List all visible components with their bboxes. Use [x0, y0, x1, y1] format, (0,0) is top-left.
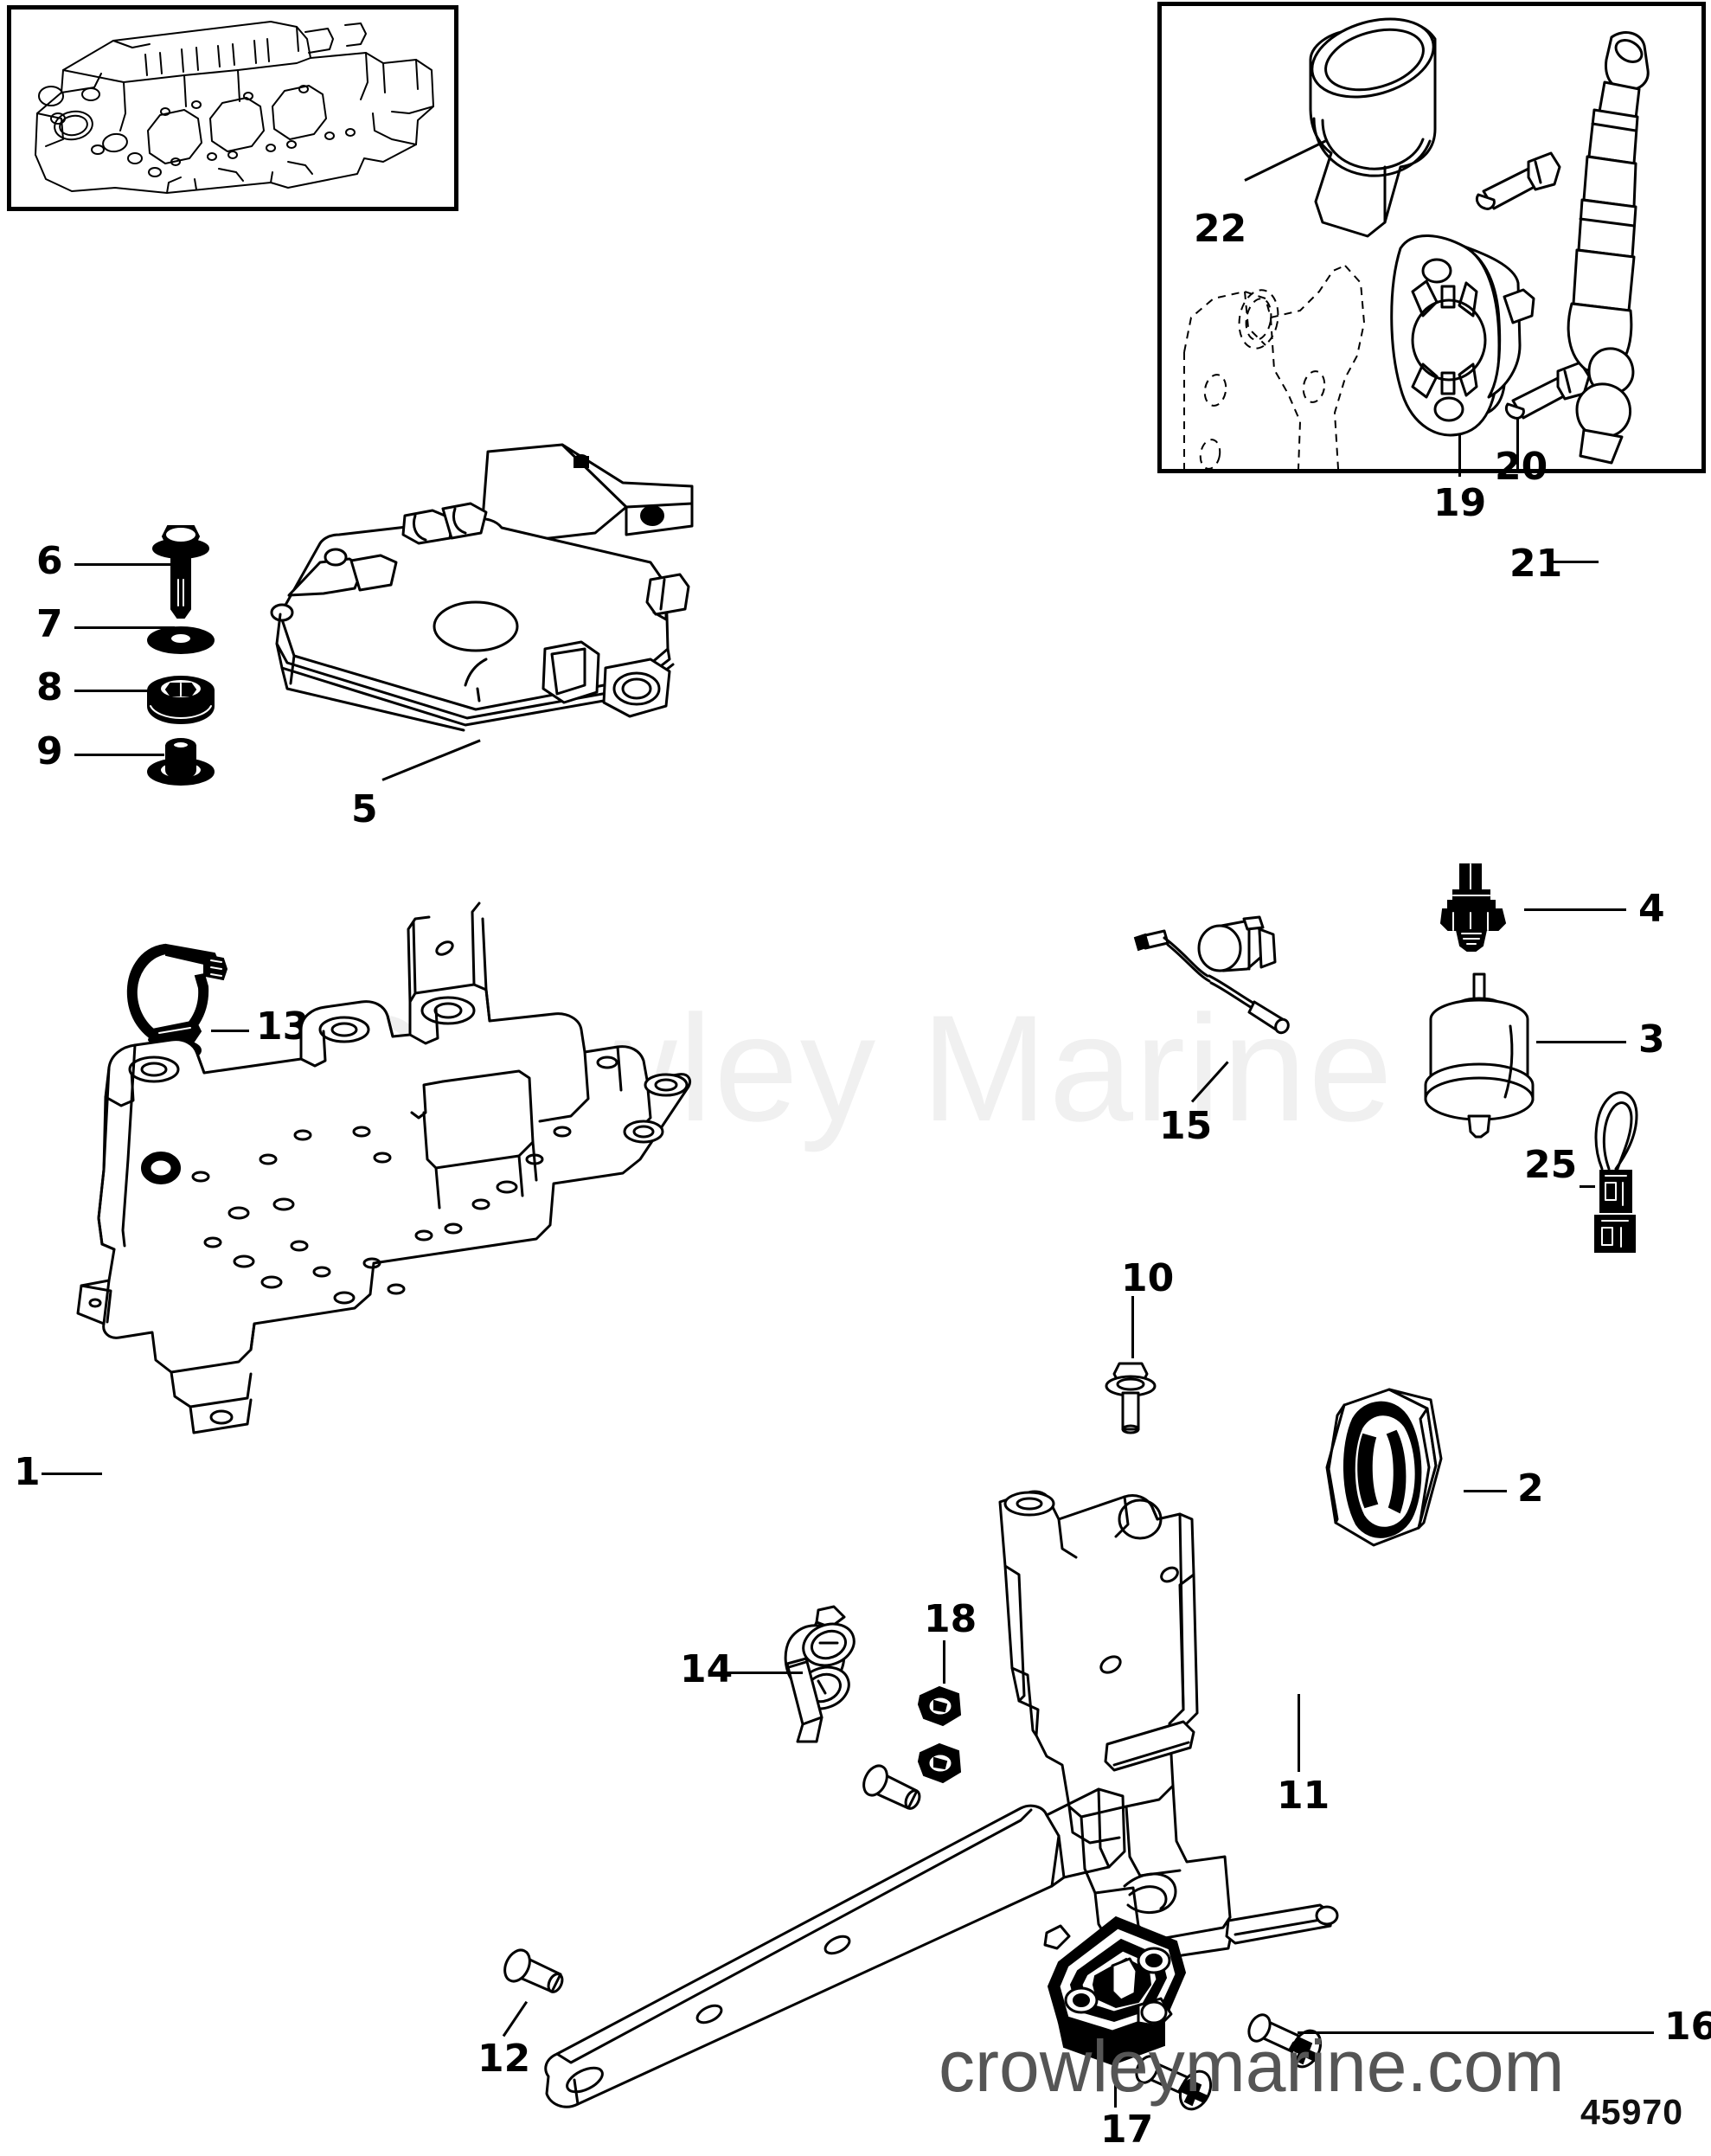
engine-block-inset: [7, 5, 458, 211]
hex-nut-art: [908, 1680, 977, 1801]
callout-10: 10: [1121, 1256, 1175, 1300]
flanged-hex-bolt-art: [1100, 1358, 1161, 1436]
hex-nut-lower: [919, 1744, 960, 1782]
callout-3: 3: [1638, 1017, 1665, 1062]
leader-3: [1536, 1041, 1626, 1043]
flange-bolt-small-art-top: [1477, 153, 1560, 209]
flange-bolt-art: [153, 526, 208, 618]
leader-17: [1114, 2040, 1117, 2108]
leader-20: [1516, 418, 1519, 472]
leader-7: [74, 626, 175, 629]
callout-4: 4: [1638, 887, 1665, 931]
callout-6: 6: [36, 539, 63, 583]
leader-21: [1547, 561, 1599, 563]
rubber-elbow-boot-art: [1303, 6, 1443, 236]
callout-12: 12: [477, 2037, 531, 2081]
callout-22: 22: [1194, 207, 1247, 251]
callout-16: 16: [1664, 2005, 1711, 2049]
callout-8: 8: [36, 665, 63, 709]
rivet-push-pin-art: [500, 1947, 569, 2007]
inset-detail-drawing: [1162, 6, 1701, 469]
phantom-bracket-outline: [1184, 266, 1364, 471]
leader-11: [1298, 1694, 1300, 1772]
relay-solenoid-module-art: [1029, 1912, 1202, 2076]
phillips-screw-upper: [1245, 2012, 1326, 2072]
rubber-isolator-grommet-art: [148, 677, 214, 723]
spacer-sleeve-art: [148, 739, 214, 785]
callout-25: 25: [1524, 1143, 1578, 1187]
lower-rail-arm-art: [536, 1713, 1194, 2146]
leader-8: [74, 690, 161, 692]
callout-17: 17: [1100, 2108, 1154, 2152]
callout-11: 11: [1277, 1774, 1330, 1818]
leader-10: [1131, 1296, 1134, 1358]
phillips-screw-lower: [1132, 2053, 1216, 2114]
leader-16: [1298, 2031, 1654, 2034]
fastener-stack-art: [130, 519, 251, 796]
callout-15: 15: [1159, 1104, 1213, 1148]
drawing-number: 45970: [1580, 2092, 1683, 2132]
sensor-mounting-flange-art: [1387, 235, 1534, 434]
ecm-control-module-art: [260, 433, 692, 727]
callout-9: 9: [36, 729, 63, 773]
hex-lock-nut-art: [1306, 1384, 1471, 1557]
installed-rivet: [859, 1762, 922, 1811]
callout-7: 7: [36, 602, 63, 646]
leader-25: [1580, 1185, 1595, 1188]
callout-18: 18: [924, 1597, 977, 1641]
terminal-block-connector-art: [770, 1605, 882, 1743]
hex-nut-upper: [919, 1687, 960, 1725]
leader-13: [211, 1030, 249, 1032]
leader-9: [74, 754, 164, 756]
leader-2: [1464, 1490, 1507, 1492]
flexible-cable-assembly-art: [1568, 33, 1648, 463]
callout-1: 1: [14, 1450, 41, 1494]
leader-1: [42, 1473, 102, 1475]
callout-20: 20: [1495, 445, 1548, 489]
leader-14: [718, 1672, 803, 1674]
leader-6: [74, 563, 171, 566]
knock-sensor-with-lead-art: [1133, 908, 1306, 1038]
engine-block-drawing: [11, 10, 454, 207]
callout-5: 5: [351, 787, 378, 831]
leader-18: [943, 1640, 945, 1684]
jumper-connector-art: [1583, 1086, 1644, 1259]
callout-21: 21: [1509, 542, 1563, 586]
phillips-screw-art: [1133, 2007, 1341, 2120]
temperature-sender-art: [1436, 861, 1531, 956]
leader-5: [381, 739, 481, 781]
callout-19: 19: [1433, 481, 1487, 525]
mounting-plate-tray-art: [69, 900, 692, 1462]
leader-19: [1458, 433, 1461, 477]
callout-2: 2: [1517, 1466, 1544, 1511]
callout-14: 14: [680, 1647, 734, 1691]
oil-pressure-sensor-art: [1401, 969, 1566, 1142]
detail-inset-box: [1157, 2, 1706, 477]
leader-15: [1190, 1061, 1229, 1103]
leader-4: [1524, 908, 1626, 911]
flat-washer-art: [148, 627, 214, 653]
